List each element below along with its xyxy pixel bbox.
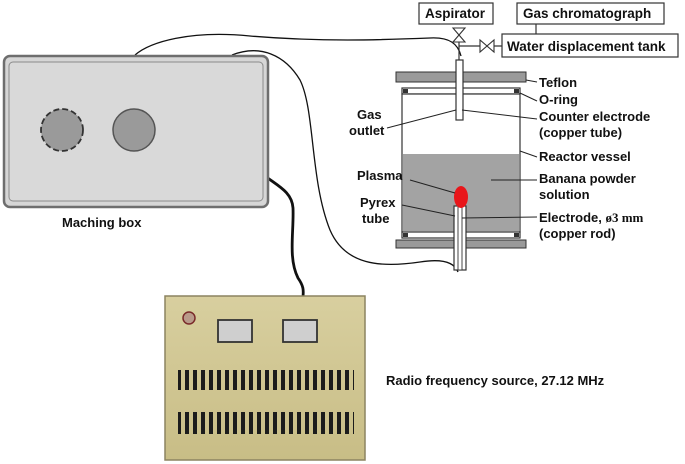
electrode-label-line1: Electrode, ø3 mm	[539, 210, 644, 225]
counter-electrode-tube	[455, 59, 464, 121]
leader-o-ring	[519, 92, 538, 102]
pyrex-tube-label-line1: Pyrex	[360, 195, 396, 210]
banana-solution-label-line1: Banana powder	[539, 171, 636, 186]
electrode-label-prefix: Electrode,	[539, 210, 605, 225]
rf-vent-upper	[178, 370, 354, 390]
rf-meter-left	[217, 319, 253, 343]
cables	[134, 33, 462, 299]
teflon-label: Teflon	[539, 75, 577, 90]
aspirator-label: Aspirator	[425, 6, 486, 21]
leader-reactor-vessel	[519, 150, 538, 158]
leader-lines	[386, 79, 538, 219]
leader-teflon	[525, 79, 538, 83]
knob-right	[112, 108, 156, 152]
leader-electrode	[461, 216, 538, 219]
electrode-label-line2: (copper rod)	[539, 226, 616, 241]
gas-chromatograph-label: Gas chromatograph	[523, 6, 651, 21]
o-ring-bottom-seal-left	[403, 233, 408, 237]
tank-valve-icon	[479, 38, 495, 54]
matching-box	[2, 54, 270, 209]
banana-solution-label-line2: solution	[539, 187, 590, 202]
o-ring-top-seal-left	[403, 89, 408, 93]
water-displacement-tank-box	[501, 33, 679, 58]
rf-source-label: Radio frequency source, 27.12 MHz	[386, 373, 605, 388]
aspirator-valve-icon	[451, 27, 467, 43]
matching-box-label: Maching box	[62, 215, 142, 230]
reactor-vessel-label: Reactor vessel	[539, 149, 631, 164]
leader-plasma	[409, 179, 456, 194]
cable-to-counter-electrode	[134, 33, 462, 57]
leader-gas-outlet	[386, 109, 457, 129]
plasma-label: Plasma	[357, 168, 403, 183]
counter-electrode-label-line1: Counter electrode	[539, 109, 650, 124]
gas-outlet-label-line1: Gas	[357, 107, 382, 122]
aspirator-box	[418, 2, 494, 25]
water-displacement-tank-label: Water displacement tank	[507, 39, 666, 54]
o-ring-label: O-ring	[539, 92, 578, 107]
rf-vent-lower	[178, 412, 354, 434]
o-ring-top-seal-right	[514, 89, 519, 93]
cable-to-bottom-electrode	[231, 50, 459, 273]
counter-electrode-label-line2: (copper tube)	[539, 125, 622, 140]
electrode-label-dimension: ø3 mm	[605, 210, 643, 225]
rf-source	[164, 295, 366, 461]
gas-chromatograph-box	[516, 2, 665, 25]
o-ring-bottom-seal-right	[514, 233, 519, 237]
reactor	[395, 59, 527, 271]
rf-indicator-light	[182, 311, 196, 325]
gas-outlet-label-line2: outlet	[349, 123, 385, 138]
knob-left	[40, 108, 84, 152]
rf-meter-right	[282, 319, 318, 343]
electrode-copper-rod	[457, 205, 463, 271]
cable-rf-to-matching-box	[264, 174, 305, 299]
pyrex-tube-label-line2: tube	[362, 211, 389, 226]
leader-counter-electrode	[461, 109, 538, 120]
leader-pyrex	[401, 204, 456, 217]
plasma	[454, 186, 468, 208]
